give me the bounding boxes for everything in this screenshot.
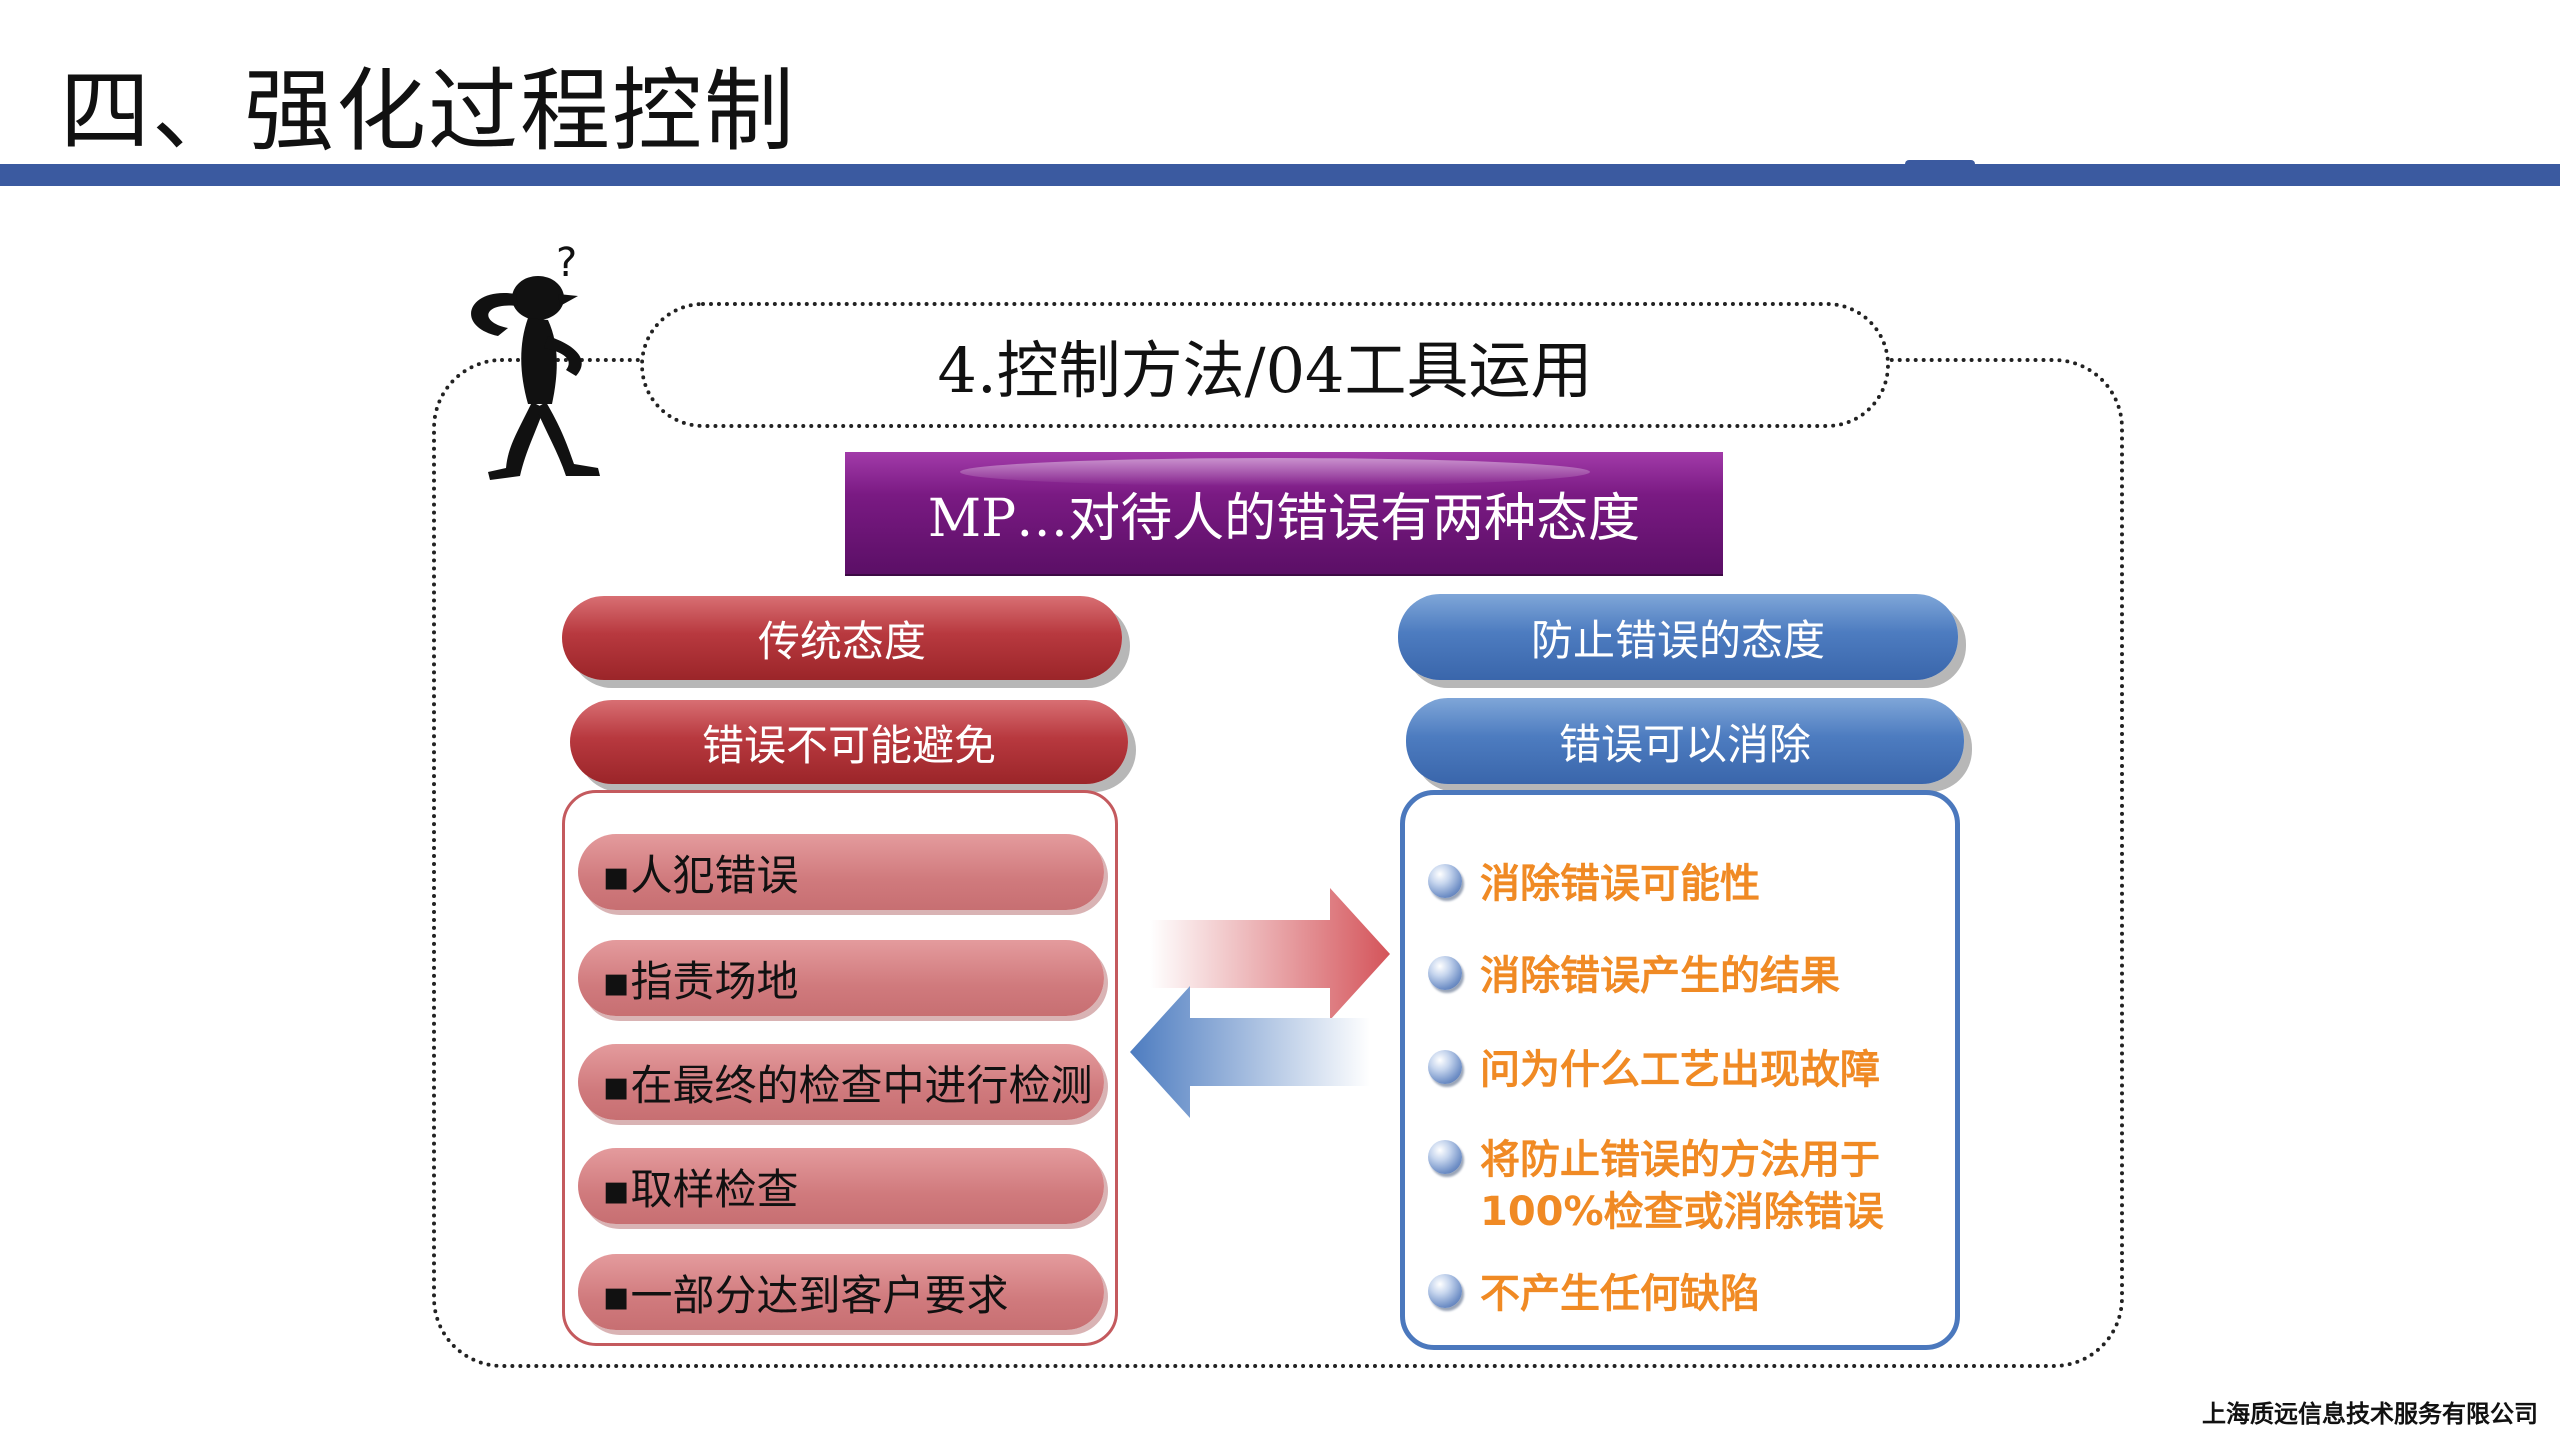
svg-text:?: ? (556, 240, 577, 286)
sphere-bullet-icon (1428, 864, 1462, 898)
page-title: 四、强化过程控制 (60, 59, 796, 164)
sphere-bullet-icon (1428, 1140, 1462, 1174)
company-footer: 上海质远信息技术服务有限公司 (2202, 1399, 2538, 1428)
left-list-item: ▪一部分达到客户要求 (578, 1254, 1104, 1330)
right-list-text: 消除错误可能性 (1480, 861, 1760, 907)
thinking-person-icon: ? (471, 240, 600, 480)
sphere-bullet-icon (1428, 1050, 1462, 1084)
right-list-item: 不产生任何缺陷 (1428, 1268, 1760, 1320)
left-list-item: ▪人犯错误 (578, 834, 1104, 910)
exchange-arrows-icon (1130, 888, 1390, 1118)
left-list-item: ▪在最终的检查中进行检测 (578, 1044, 1104, 1120)
attitude-banner: MP…对待人的错误有两种态度 (845, 452, 1723, 574)
right-list-text: 不产生任何缺陷 (1480, 1271, 1760, 1317)
heading-bubble: 4.控制方法/04工具运用 (640, 302, 1890, 428)
right-list-item: 消除错误可能性 (1428, 858, 1760, 910)
left-list-item: ▪取样检查 (578, 1148, 1104, 1224)
sphere-bullet-icon (1428, 1274, 1462, 1308)
right-list-text: 消除错误产生的结果 (1480, 953, 1840, 999)
errors-unavoidable-subheader: 错误不可能避免 (570, 700, 1128, 784)
left-list-item: ▪指责场地 (578, 940, 1104, 1016)
heading-text: 4.控制方法/04工具运用 (937, 334, 1593, 407)
title-rule-accent (1905, 160, 1975, 168)
right-list-item: 问为什么工艺出现故障 (1428, 1044, 1880, 1096)
title-rule (0, 164, 2560, 186)
right-list-text: 将防止错误的方法用于100%检查或消除错误 (1480, 1137, 1884, 1235)
error-prevention-header: 防止错误的态度 (1398, 594, 1958, 680)
right-list-item: 将防止错误的方法用于100%检查或消除错误 (1428, 1134, 1940, 1238)
errors-eliminable-subheader: 错误可以消除 (1406, 698, 1964, 784)
sphere-bullet-icon (1428, 956, 1462, 990)
prevention-list-panel (1400, 790, 1960, 1350)
right-list-text: 问为什么工艺出现故障 (1480, 1047, 1880, 1093)
traditional-attitude-header: 传统态度 (562, 596, 1122, 680)
banner-sheen (960, 458, 1590, 486)
right-list-item: 消除错误产生的结果 (1428, 950, 1840, 1002)
banner-text: MP…对待人的错误有两种态度 (927, 488, 1641, 549)
